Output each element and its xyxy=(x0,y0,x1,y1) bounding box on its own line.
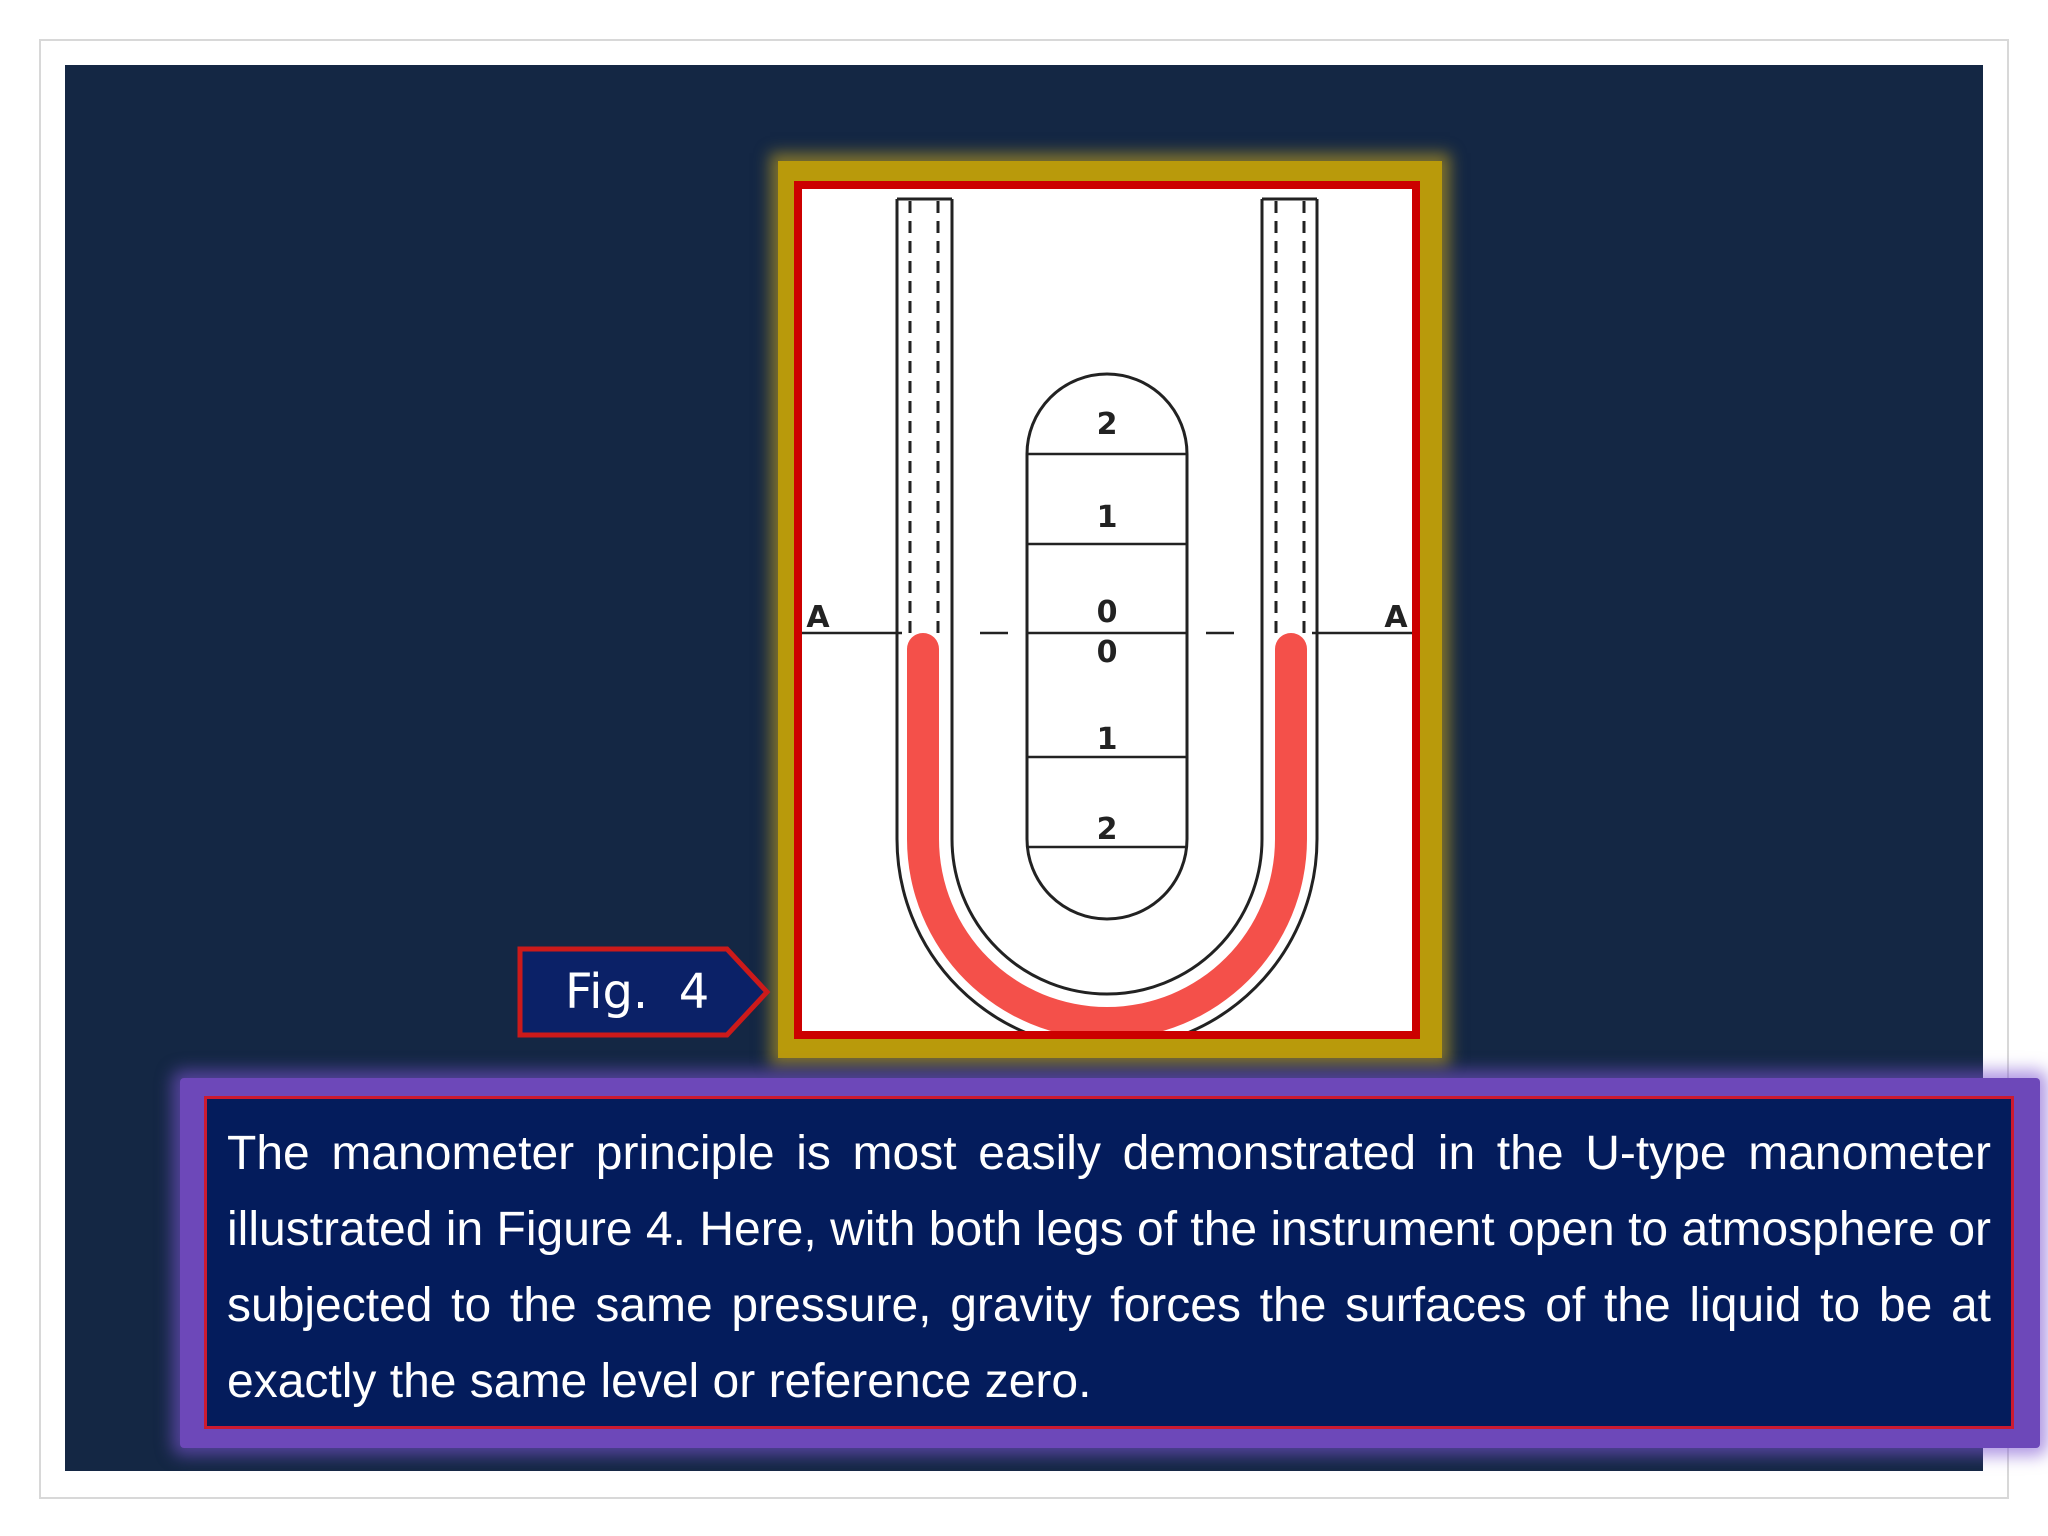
u-tube-outer-wall xyxy=(895,199,1319,1031)
scale-label-upper-1: 1 xyxy=(1097,500,1118,535)
scale-label-upper-0: 0 xyxy=(1097,595,1118,630)
reference-label-right: A xyxy=(1384,600,1408,635)
scale-label-lower-1: 1 xyxy=(1097,722,1118,757)
figure-label-text: Fig. 4 xyxy=(565,964,710,1020)
scale-divisions xyxy=(1027,452,1187,849)
figure-frame: A A 2 1 0 0 1 2 xyxy=(778,161,1442,1058)
scale-outline xyxy=(1025,372,1189,921)
caption-text: The manometer principle is most easily d… xyxy=(227,1127,1991,1408)
manometer-figure: A A 2 1 0 0 1 2 xyxy=(794,181,1420,1039)
page-border xyxy=(39,39,2009,1499)
slide: A A 2 1 0 0 1 2 Fig. 4 The manometer pri… xyxy=(65,65,2040,1471)
scale-label-lower-2: 2 xyxy=(1097,812,1118,847)
arrow-tag-shape xyxy=(517,946,771,1038)
u-tube-inner-wall xyxy=(950,199,1264,996)
scale-label-upper-2: 2 xyxy=(1097,407,1118,442)
tube-bore-dashes xyxy=(908,201,1306,633)
figure-label-tag: Fig. 4 xyxy=(517,946,773,1038)
manometer-diagram: A A 2 1 0 0 1 2 xyxy=(802,197,1412,1031)
caption-box: The manometer principle is most easily d… xyxy=(204,1096,2014,1429)
scale-label-lower-0: 0 xyxy=(1097,635,1118,670)
reference-label-left: A xyxy=(806,600,830,635)
